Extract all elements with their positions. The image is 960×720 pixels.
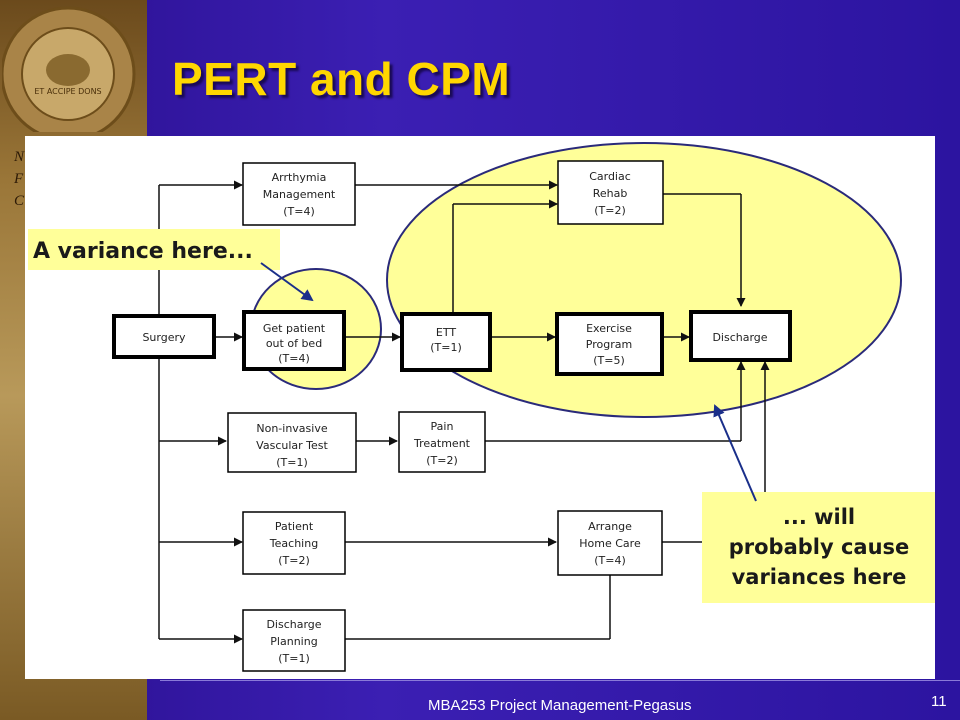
svg-text:Arrange: Arrange <box>588 520 632 533</box>
svg-text:ETT: ETT <box>436 326 456 339</box>
side-text-line-3: C <box>14 193 25 209</box>
svg-text:variances here: variances here <box>732 565 907 589</box>
svg-text:Rehab: Rehab <box>593 187 628 200</box>
svg-text:Non-invasive: Non-invasive <box>256 422 327 435</box>
svg-text:(T=4): (T=4) <box>594 554 626 567</box>
svg-text:Program: Program <box>586 338 632 351</box>
svg-text:Cardiac: Cardiac <box>589 170 631 183</box>
svg-text:Planning: Planning <box>270 635 317 648</box>
svg-text:Home Care: Home Care <box>579 537 641 550</box>
svg-text:Surgery: Surgery <box>142 331 186 344</box>
svg-text:probably cause: probably cause <box>729 535 910 559</box>
footer-text: MBA253 Project Management-Pegasus <box>428 697 692 714</box>
footer-divider <box>160 680 960 681</box>
svg-text:(T=5): (T=5) <box>593 354 625 367</box>
svg-text:out of bed: out of bed <box>266 337 322 350</box>
svg-text:Arrthymia: Arrthymia <box>272 171 327 184</box>
svg-text:Exercise: Exercise <box>586 322 632 335</box>
callout-will-cause-variances: ... will probably cause variances here <box>702 492 935 603</box>
svg-text:ET ACCIPE DONS: ET ACCIPE DONS <box>34 87 101 96</box>
university-seal: ET ACCIPE DONS <box>2 6 136 132</box>
callout-left-arrow <box>260 262 314 302</box>
svg-text:Discharge: Discharge <box>712 331 767 344</box>
svg-text:(T=1): (T=1) <box>276 456 308 469</box>
svg-text:Get patient: Get patient <box>263 322 326 335</box>
node-surgery: Surgery <box>112 314 216 359</box>
svg-text:Teaching: Teaching <box>269 537 318 550</box>
node-exercise-program: Exercise Program (T=5) <box>555 312 664 376</box>
node-pain-treatment: Pain Treatment (T=2) <box>398 411 486 473</box>
svg-text:(T=2): (T=2) <box>278 554 310 567</box>
svg-text:(T=1): (T=1) <box>430 341 462 354</box>
svg-text:... will: ... will <box>783 505 855 529</box>
node-get-out-of-bed: Get patient out of bed (T=4) <box>242 310 346 371</box>
svg-text:(T=4): (T=4) <box>278 352 310 365</box>
node-cardiac-rehab: Cardiac Rehab (T=2) <box>557 160 664 225</box>
callout-right-arrow <box>713 404 757 502</box>
svg-text:Management: Management <box>263 188 336 201</box>
page-number: 11 <box>931 693 947 710</box>
node-ett: ETT (T=1) <box>400 312 492 372</box>
side-text-line-2: F <box>14 171 24 187</box>
svg-text:Treatment: Treatment <box>413 437 471 450</box>
svg-text:(T=2): (T=2) <box>594 204 626 217</box>
svg-text:(T=4): (T=4) <box>283 205 315 218</box>
svg-text:A variance here...: A variance here... <box>33 239 253 264</box>
node-patient-teaching: Patient Teaching (T=2) <box>242 511 346 575</box>
svg-text:Patient: Patient <box>275 520 314 533</box>
node-discharge-planning: Discharge Planning (T=1) <box>242 609 346 672</box>
node-arrange-home-care: Arrange Home Care (T=4) <box>557 510 663 576</box>
node-arrhythmia: Arrthymia Management (T=4) <box>242 162 356 226</box>
svg-text:(T=1): (T=1) <box>278 652 310 665</box>
pert-diagram: Surgery Arrthymia Management (T=4) Get p… <box>25 136 935 679</box>
callout-variance-here: A variance here... <box>28 229 280 270</box>
svg-text:(T=2): (T=2) <box>426 454 458 467</box>
svg-text:Vascular Test: Vascular Test <box>256 439 328 452</box>
slide-title: PERT and CPM <box>172 53 511 105</box>
pert-diagram-svg: Surgery Arrthymia Management (T=4) Get p… <box>28 142 935 672</box>
svg-text:Pain: Pain <box>431 420 454 433</box>
side-text: N F C <box>14 146 24 212</box>
node-discharge: Discharge <box>689 310 792 362</box>
node-noninvasive: Non-invasive Vascular Test (T=1) <box>227 412 357 473</box>
side-text-line-1: N <box>14 149 25 165</box>
svg-text:Discharge: Discharge <box>266 618 321 631</box>
